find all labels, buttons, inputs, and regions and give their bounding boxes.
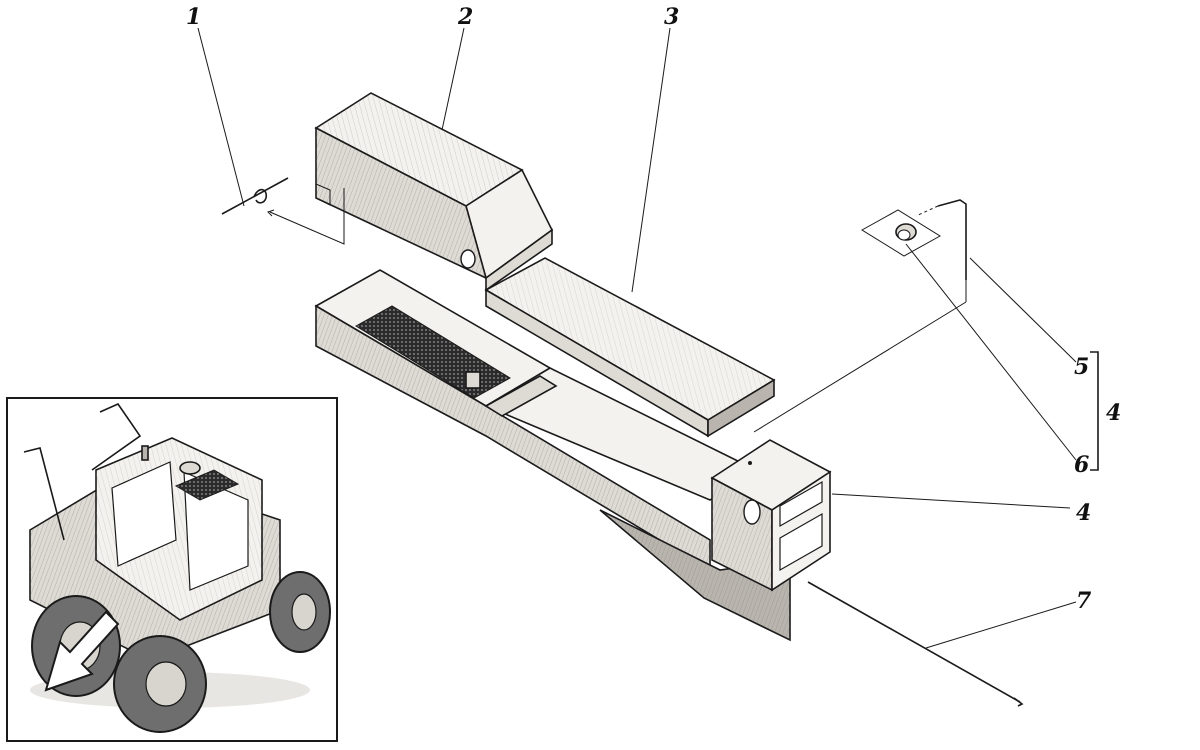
vehicle-location-inset xyxy=(6,397,338,742)
callout-4-group: 4 xyxy=(1106,400,1121,426)
pin-part-1 xyxy=(221,177,345,245)
plate-part-3 xyxy=(484,257,776,438)
callout-3: 3 xyxy=(664,4,679,30)
wheel-front-right xyxy=(269,571,331,653)
callout-1: 1 xyxy=(186,4,201,30)
cover-part-2 xyxy=(314,92,554,292)
callout-6: 6 xyxy=(1074,452,1089,478)
battery-box-housing xyxy=(314,269,791,642)
callout-labels: 1 2 3 5 4 6 4 7 xyxy=(186,4,1121,614)
rod-part-7 xyxy=(807,581,1024,707)
plug-part-6 xyxy=(861,209,941,257)
wheel-front-left xyxy=(113,635,207,733)
location-arrow-icon xyxy=(44,610,120,692)
end-module-part-4 xyxy=(710,439,832,592)
key-part-5 xyxy=(915,199,967,302)
callout-2: 2 xyxy=(457,4,473,30)
callout-7: 7 xyxy=(1076,588,1092,614)
callout-5: 5 xyxy=(1074,354,1089,380)
leader-lines xyxy=(197,27,1099,649)
callout-4: 4 xyxy=(1076,500,1091,526)
